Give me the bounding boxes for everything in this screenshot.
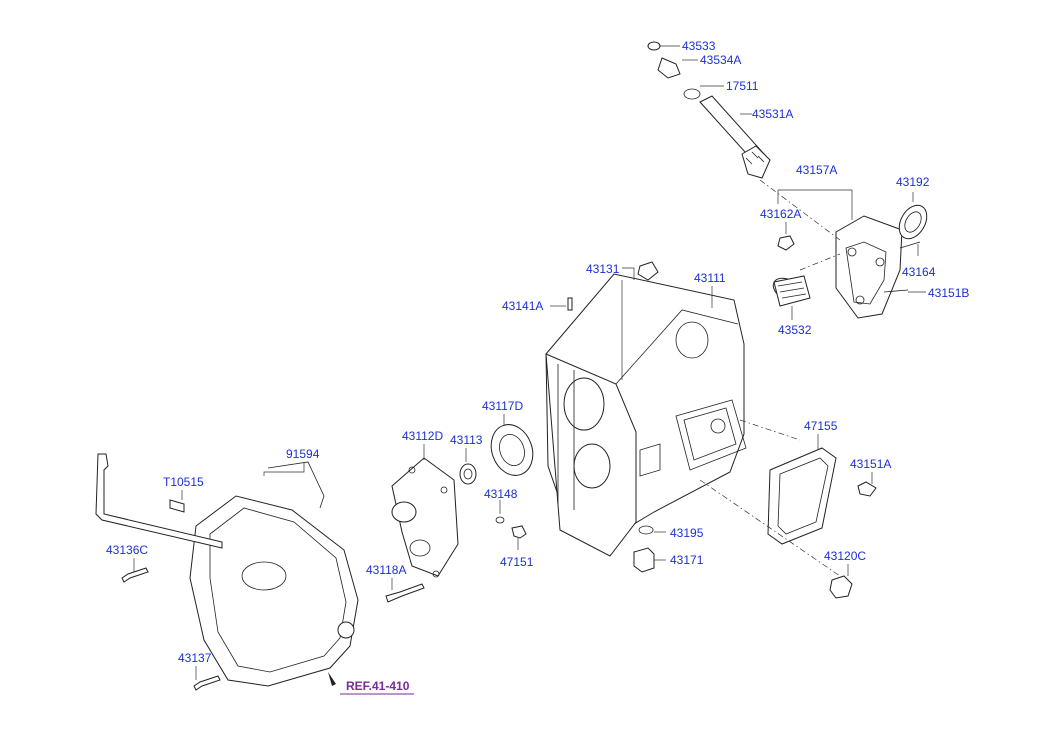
label-43531A[interactable]: 43531A (752, 107, 793, 121)
extension-housing (777, 204, 928, 319)
bearing-retainer-43112D (391, 457, 459, 578)
label-43533[interactable]: 43533 (682, 39, 716, 53)
plug-43120C (829, 575, 853, 599)
label-43532[interactable]: 43532 (778, 323, 812, 337)
label-43112D[interactable]: 43112D (402, 429, 443, 443)
bolt-47151 (511, 525, 527, 539)
label-43120C[interactable]: 43120C (824, 549, 866, 563)
label-43151A[interactable]: 43151A (850, 457, 891, 471)
bolt-43137 (193, 675, 221, 691)
leader-lines (133, 45, 926, 686)
label-17511[interactable]: 17511 (726, 79, 759, 93)
drain-plug-43171 (633, 525, 655, 573)
label-T10515[interactable]: T10515 (163, 475, 204, 489)
label-43171[interactable]: 43171 (670, 553, 704, 567)
label-43118A[interactable]: 43118A (366, 563, 406, 577)
label-43157A[interactable]: 43157A (796, 163, 837, 177)
label-43151B[interactable]: 43151B (928, 286, 969, 300)
label-43192[interactable]: 43192 (896, 175, 930, 189)
label-43131[interactable]: 43131 (586, 262, 620, 276)
speedometer-gear-assembly (647, 41, 771, 179)
label-43148[interactable]: 43148 (484, 487, 518, 501)
washer-43148 (495, 516, 505, 524)
seal-43113 (459, 463, 477, 485)
label-43164[interactable]: 43164 (902, 265, 936, 279)
clutch-housing (95, 453, 359, 687)
bearing-43532 (772, 275, 811, 307)
label-43534A[interactable]: 43534A (700, 53, 741, 67)
label-43117D[interactable]: 43117D (482, 399, 523, 413)
label-43113[interactable]: 43113 (450, 433, 483, 447)
label-47155[interactable]: 47155 (804, 419, 838, 433)
label-43137[interactable]: 43137 (178, 651, 212, 665)
label-47151[interactable]: 47151 (500, 555, 534, 569)
side-cover-47155 (767, 447, 837, 545)
label-91594[interactable]: 91594 (286, 447, 320, 461)
bolt-43151A (857, 481, 877, 497)
reference-link[interactable]: REF.41-410 (346, 679, 410, 693)
label-43195[interactable]: 43195 (670, 526, 704, 540)
transmission-case (545, 261, 747, 557)
label-43111[interactable]: 43111 (694, 271, 726, 285)
bolt-43118A (385, 583, 425, 603)
oil-seal-43117D (490, 424, 534, 476)
label-43162A[interactable]: 43162A (760, 207, 801, 221)
label-43136C[interactable]: 43136C (106, 543, 148, 557)
label-43141A[interactable]: 43141A (502, 299, 543, 313)
part-number-labels: 43533 43534A 17511 43531A 43157A 43192 4… (106, 39, 969, 695)
bolt-43136C (121, 567, 149, 583)
